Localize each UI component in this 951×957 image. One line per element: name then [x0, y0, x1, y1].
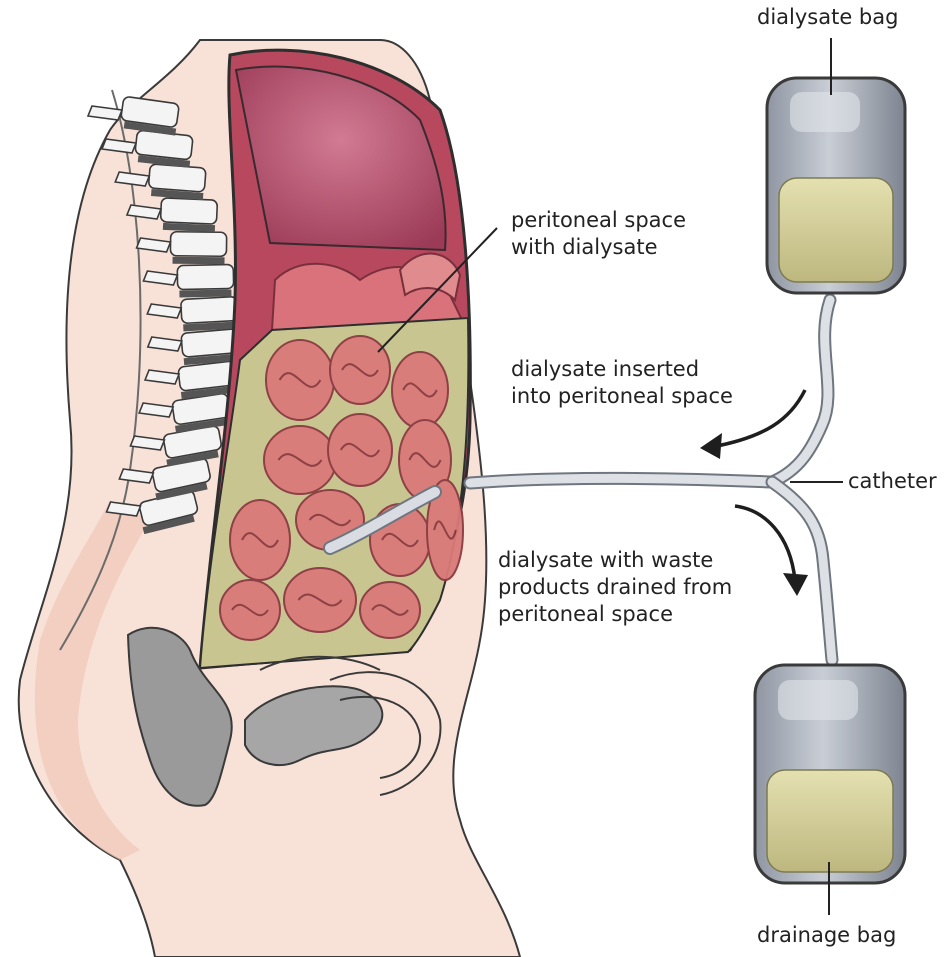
label-line: into peritoneal space: [511, 383, 733, 410]
label-catheter: catheter: [848, 468, 937, 495]
spinal-disc: [172, 257, 224, 265]
spinal-disc: [179, 289, 231, 297]
vertebra: [135, 130, 193, 160]
arrow-out-icon: [735, 506, 808, 596]
vertebra: [181, 329, 239, 358]
dialysate-bag: [767, 78, 905, 293]
label-line: dialysate with waste: [498, 547, 732, 574]
label-dialysate-inserted: dialysate inserted into peritoneal space: [511, 356, 733, 410]
vertebra: [177, 264, 233, 289]
label-line: dialysate inserted: [511, 356, 733, 383]
vertebra: [148, 164, 206, 192]
label-dialysate-bag: dialysate bag: [757, 4, 898, 31]
vertebra: [160, 198, 217, 224]
vertebra: [170, 232, 226, 257]
label-line: peritoneal space: [511, 207, 686, 234]
label-line: peritoneal space: [498, 601, 732, 628]
vertebra: [181, 297, 238, 324]
label-line: with dialysate: [511, 234, 686, 261]
label-dialysate-drained: dialysate with waste products drained fr…: [498, 547, 732, 628]
drainage-bag: [755, 665, 905, 883]
label-drainage-bag: drainage bag: [757, 922, 896, 949]
label-line: products drained from: [498, 574, 732, 601]
label-peritoneal-space: peritoneal space with dialysate: [511, 207, 686, 261]
